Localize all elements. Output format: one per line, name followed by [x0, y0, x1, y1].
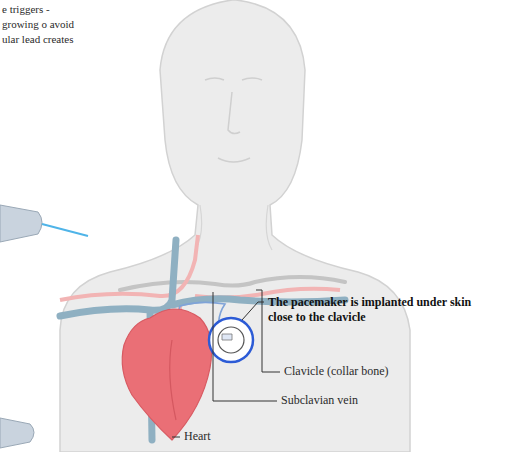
part-label: Clavicle (collar bone): [284, 364, 474, 379]
neck-line: [195, 205, 272, 250]
vein: [60, 240, 345, 440]
heart: [122, 309, 211, 440]
external-device: [0, 205, 42, 242]
part-label: Subclavian vein: [281, 393, 471, 408]
callout-text: The pacemaker is implanted under skin cl…: [268, 295, 483, 325]
heart-detail: [170, 340, 176, 420]
leader-line: [172, 437, 180, 438]
pacemaker-header: [222, 334, 232, 340]
part-label: Heart: [184, 429, 304, 444]
intro-text: e triggers -growing o avoid ular lead cr…: [2, 2, 78, 47]
face-detail: [205, 78, 262, 162]
external-device: [0, 418, 34, 448]
body-silhouette: [60, 0, 410, 452]
leader-line: [213, 292, 277, 401]
signal-beam: [42, 224, 88, 236]
pacemaker-halo: [209, 318, 253, 362]
pacemaker-device: [218, 327, 244, 353]
leader-line: [242, 302, 264, 320]
